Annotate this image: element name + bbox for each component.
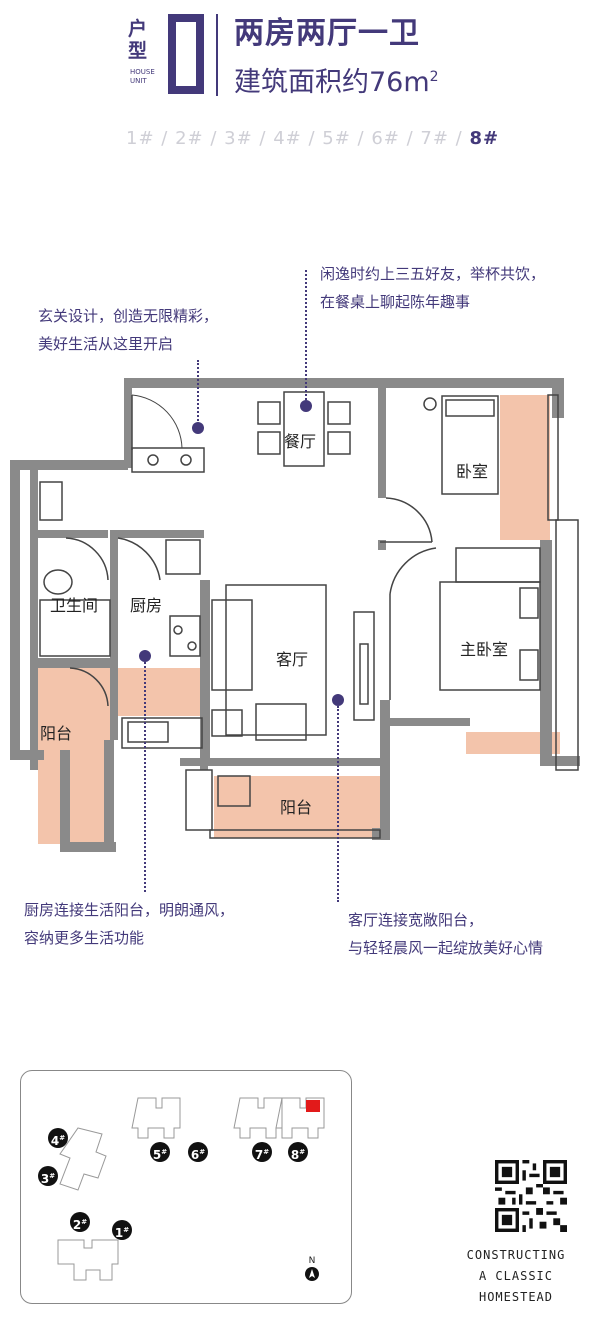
- building-marker-7: 7#: [252, 1142, 272, 1162]
- building-marker-1: 1#: [112, 1220, 132, 1240]
- master-balcony-fill: [466, 732, 560, 754]
- entrance-marker: [192, 422, 204, 434]
- unit-letter: D: [168, 14, 204, 94]
- qr-code-icon[interactable]: [495, 1160, 567, 1232]
- north-label: N: [308, 1256, 316, 1266]
- kitchen-callout: 厨房连接生活阳台，明朗通风， 容纳更多生活功能: [24, 901, 235, 947]
- room-balcony-left: 阳台: [40, 724, 73, 743]
- building-marker-6: 6#: [188, 1142, 208, 1162]
- room-living: 客厅: [276, 650, 309, 669]
- building-marker-4: 4#: [48, 1128, 68, 1148]
- header-divider: [216, 14, 218, 96]
- north-arrow: N: [304, 1256, 320, 1285]
- building-marker-2: 2#: [70, 1212, 90, 1232]
- building-tab-4[interactable]: 4#: [273, 128, 302, 149]
- room-master-bedroom: 主卧室: [460, 640, 509, 659]
- dining-callout: 闲逸时约上三五好友，举杯共饮， 在餐桌上聊起陈年趣事: [320, 265, 546, 311]
- living-callout: 客厅连接宽敞阳台， 与轻轻晨风一起绽放美好心情: [348, 911, 544, 957]
- unit-type-label: 户型: [128, 18, 148, 62]
- key-plan-drawing: [57, 1097, 325, 1281]
- building-tab-1[interactable]: 1#: [126, 128, 155, 149]
- kitchen-leader-line: [144, 662, 146, 892]
- site-key-plan: [20, 1070, 352, 1304]
- building-tab-3[interactable]: 3#: [224, 128, 253, 149]
- building-marker-5: 5#: [150, 1142, 170, 1162]
- building-tab-7[interactable]: 7#: [420, 128, 449, 149]
- dining-marker: [300, 400, 312, 412]
- compass-icon: [305, 1267, 319, 1281]
- building-tab-8-active[interactable]: 8#: [469, 128, 500, 149]
- living-leader-line: [337, 706, 339, 902]
- kitchen-marker: [139, 650, 151, 662]
- building-marker-3: 3#: [38, 1166, 58, 1186]
- bottom-balcony-fill: [214, 776, 386, 838]
- building-tab-5[interactable]: 5#: [322, 128, 351, 149]
- entrance-callout: 玄关设计，创造无限精彩， 美好生活从这里开启: [38, 307, 219, 353]
- floor-plan: [10, 378, 580, 852]
- room-kitchen: 厨房: [130, 596, 163, 615]
- building-tab-6[interactable]: 6#: [371, 128, 400, 149]
- entrance-leader-line: [197, 360, 199, 425]
- kitchen-floor-fill: [38, 668, 208, 716]
- room-dining: 餐厅: [284, 432, 317, 451]
- room-balcony-bottom: 阳台: [280, 798, 313, 817]
- floor-area: 建筑面积约76m2: [234, 67, 439, 98]
- room-bathroom: 卫生间: [50, 596, 99, 615]
- slogan: CONSTRUCTING A CLASSIC HOMESTEAD: [466, 1248, 566, 1304]
- building-tab-2[interactable]: 2#: [175, 128, 204, 149]
- building-marker-8: 8#: [288, 1142, 308, 1162]
- left-balcony-fill: [38, 716, 110, 844]
- dining-leader-line: [305, 270, 307, 404]
- building-selector: 1# / 2# / 3# / 4# / 5# / 6# / 7# / 8#: [126, 128, 500, 149]
- page-title: 两房两厅一卫: [234, 16, 420, 51]
- current-unit-highlight: [306, 1100, 320, 1112]
- room-bedroom: 卧室: [456, 462, 489, 481]
- unit-caption: HOUSE UNIT: [130, 68, 155, 85]
- living-marker: [332, 694, 344, 706]
- bedroom-balcony-fill: [500, 395, 550, 540]
